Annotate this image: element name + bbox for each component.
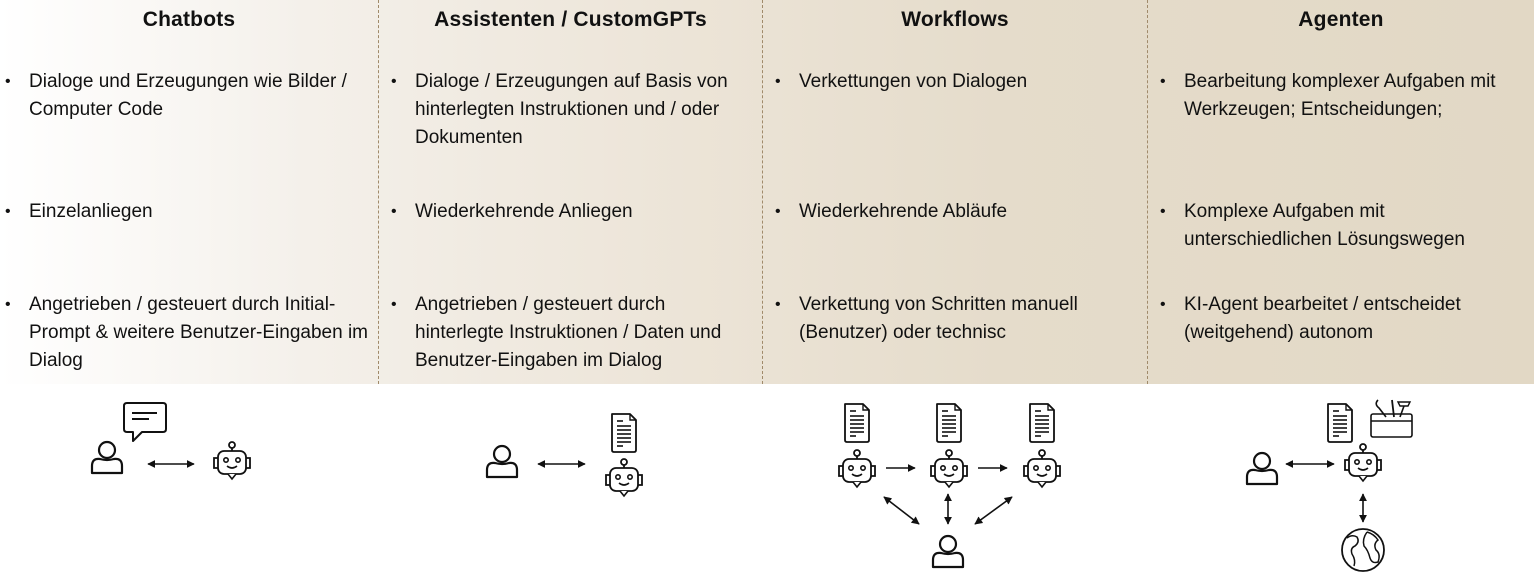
column-title: Workflows <box>901 8 1009 31</box>
cell-use-case: • Einzelanliegen <box>0 198 378 226</box>
illustrations <box>90 399 1413 572</box>
cell-control: • KI-Agent bearbeitet / entscheidet (weit… <box>1148 291 1534 347</box>
bidirectional-arrow-icon <box>883 496 920 525</box>
assistenten-illustration <box>485 413 643 497</box>
bullet: • <box>775 203 781 220</box>
robot-icon <box>605 458 643 497</box>
cell-text: Angetrieben / gesteuert durch Initial-Pr… <box>29 294 368 371</box>
bullet: • <box>5 296 11 313</box>
user-icon <box>1245 451 1279 486</box>
workflows-illustration <box>838 403 1061 569</box>
robot-icon <box>838 449 876 488</box>
cell-control: • Angetrieben / gesteuert durch Initial-P… <box>0 291 378 375</box>
document-icon <box>611 413 637 453</box>
cell-description: • Dialoge und Erzeugungen wie Bilder / Co… <box>0 68 378 124</box>
comparison-band <box>0 0 1534 384</box>
bullet: • <box>1160 203 1166 220</box>
document-icon <box>936 403 962 443</box>
cell-text: Bearbeitung komplexer Aufgaben mit Werkz… <box>1184 71 1496 120</box>
cell-text: Einzelanliegen <box>29 201 153 222</box>
document-icon <box>1327 403 1353 443</box>
column-title: Chatbots <box>142 8 236 31</box>
robot-icon <box>1344 443 1382 482</box>
robot-icon <box>213 441 251 480</box>
cell-description: • Dialoge / Erzeugungen auf Basis von hin… <box>379 68 762 152</box>
column-assistenten: Assistenten / CustomGPTs • Dialoge / Erze… <box>378 0 762 384</box>
cell-text: Verkettungen von Dialogen <box>799 71 1028 92</box>
user-icon <box>931 534 965 569</box>
robot-icon <box>930 449 968 488</box>
document-icon <box>1029 403 1055 443</box>
agenten-illustration <box>1245 399 1413 572</box>
cell-text: Angetrieben / gesteuert durch hinterlegt… <box>415 294 722 371</box>
cell-control: • Verkettung von Schritten manuell (Benut… <box>763 291 1147 347</box>
bullet: • <box>1160 73 1166 90</box>
cell-use-case: • Wiederkehrende Anliegen <box>379 198 762 226</box>
cell-text: Komplexe Aufgaben mit unterschiedlichen … <box>1184 201 1465 250</box>
column-title: Agenten <box>1298 8 1384 31</box>
column-agenten: Agenten • Bearbeitung komplexer Aufgaben … <box>1147 0 1534 384</box>
bullet: • <box>5 203 11 220</box>
bullet: • <box>775 73 781 90</box>
chat-bubble-icon <box>123 402 167 442</box>
bullet: • <box>1160 296 1166 313</box>
cell-text: Verkettung von Schritten manuell (Benutz… <box>799 294 1078 343</box>
bullet: • <box>775 296 781 313</box>
globe-icon <box>1341 528 1385 572</box>
user-icon <box>90 440 124 475</box>
cell-text: Wiederkehrende Abläufe <box>799 201 1008 222</box>
bullet: • <box>391 203 397 220</box>
cell-use-case: • Wiederkehrende Abläufe <box>763 198 1147 226</box>
chatbots-illustration <box>90 402 251 480</box>
bullet: • <box>5 73 11 90</box>
cell-text: KI-Agent bearbeitet / entscheidet (weitg… <box>1184 294 1461 343</box>
bullet: • <box>391 73 397 90</box>
cell-text: Dialoge und Erzeugungen wie Bilder / Com… <box>29 71 347 120</box>
column-workflows: Workflows • Verkettungen von Dialogen • Wi… <box>762 0 1147 384</box>
cell-text: Dialoge / Erzeugungen auf Basis von hint… <box>415 71 728 148</box>
cell-description: • Verkettungen von Dialogen <box>763 68 1147 96</box>
document-icon <box>844 403 870 443</box>
user-icon <box>485 444 519 479</box>
toolbox-icon <box>1370 399 1413 438</box>
robot-icon <box>1023 449 1061 488</box>
cell-text: Wiederkehrende Anliegen <box>415 201 633 222</box>
cell-control: • Angetrieben / gesteuert durch hinterleg… <box>379 291 762 375</box>
bullet: • <box>391 296 397 313</box>
column-title: Assistenten / CustomGPTs <box>434 8 707 31</box>
cell-description: • Bearbeitung komplexer Aufgaben mit Werk… <box>1148 68 1534 124</box>
bidirectional-arrow-icon <box>974 496 1013 525</box>
cell-use-case: • Komplexe Aufgaben mit unterschiedlichen… <box>1148 198 1534 254</box>
column-chatbots: Chatbots • Dialoge und Erzeugungen wie Bi… <box>0 0 378 384</box>
